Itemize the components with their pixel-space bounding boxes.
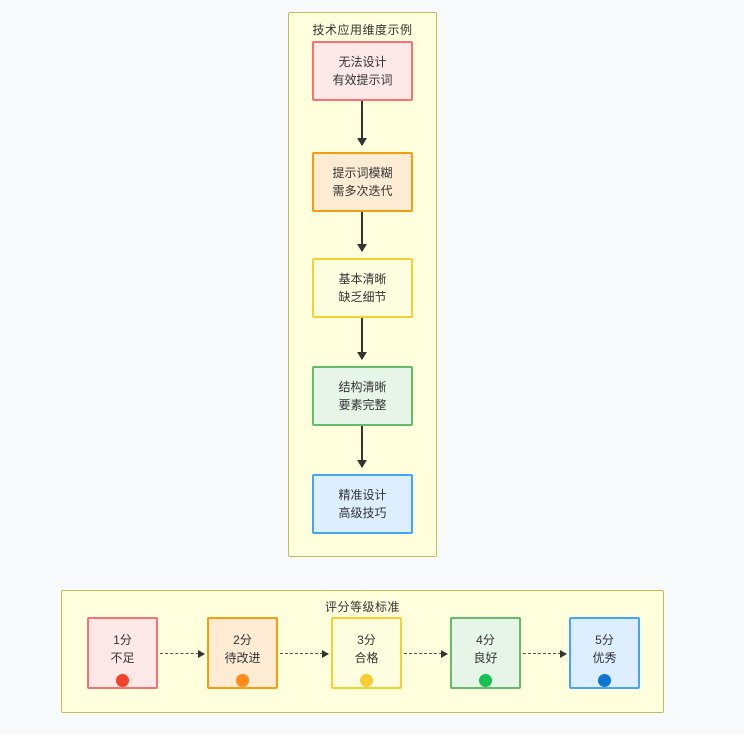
score-dot-icon (236, 674, 249, 687)
node-score-4[interactable]: 4分 良好 (450, 617, 521, 689)
score-label: 不足 (110, 651, 135, 665)
node-line-1: 结构清晰 (338, 380, 387, 394)
subgraph-score-title: 评分等级标准 (324, 600, 400, 614)
score-dot-icon (598, 674, 611, 687)
score-dot-icon (116, 674, 129, 687)
arrow-s3-to-s4 (404, 650, 448, 658)
arrow-v4-to-v5 (357, 426, 367, 468)
node-line-1: 精准设计 (338, 488, 387, 502)
node-line-1: 提示词模糊 (332, 166, 393, 180)
node-clear-structure[interactable]: 结构清晰 要素完整 (312, 366, 413, 426)
node-score-1[interactable]: 1分 不足 (87, 617, 158, 689)
node-score-3[interactable]: 3分 合格 (331, 617, 402, 689)
node-line-1: 无法设计 (338, 55, 387, 69)
node-line-2: 缺乏细节 (338, 290, 387, 304)
node-vague-prompt[interactable]: 提示词模糊 需多次迭代 (312, 152, 413, 212)
node-score-5[interactable]: 5分 优秀 (569, 617, 640, 689)
arrow-v3-to-v4 (357, 318, 367, 360)
node-unable-to-design[interactable]: 无法设计 有效提示词 (312, 41, 413, 101)
score-dot-icon (360, 674, 373, 687)
arrow-s1-to-s2 (160, 650, 205, 658)
score-value: 4分 (476, 633, 495, 647)
score-value: 1分 (113, 633, 132, 647)
arrow-s4-to-s5 (523, 650, 567, 658)
node-line-2: 有效提示词 (332, 73, 393, 87)
node-line-2: 高级技巧 (338, 506, 387, 520)
node-precise-design[interactable]: 精准设计 高级技巧 (312, 474, 413, 534)
arrow-v1-to-v2 (357, 101, 367, 146)
score-dot-icon (479, 674, 492, 687)
score-value: 3分 (357, 633, 376, 647)
node-score-2[interactable]: 2分 待改进 (207, 617, 278, 689)
node-line-1: 基本清晰 (338, 272, 387, 286)
score-label: 优秀 (592, 651, 617, 665)
node-line-2: 要素完整 (338, 398, 387, 412)
arrow-v2-to-v3 (357, 212, 367, 252)
score-label: 待改进 (224, 651, 261, 665)
score-value: 2分 (233, 633, 252, 647)
subgraph-tech-title: 技术应用维度示例 (312, 23, 413, 37)
score-label: 良好 (473, 651, 498, 665)
score-label: 合格 (354, 651, 379, 665)
arrow-s2-to-s3 (280, 650, 329, 658)
node-basically-clear[interactable]: 基本清晰 缺乏细节 (312, 258, 413, 318)
node-line-2: 需多次迭代 (332, 184, 393, 198)
score-value: 5分 (595, 633, 614, 647)
